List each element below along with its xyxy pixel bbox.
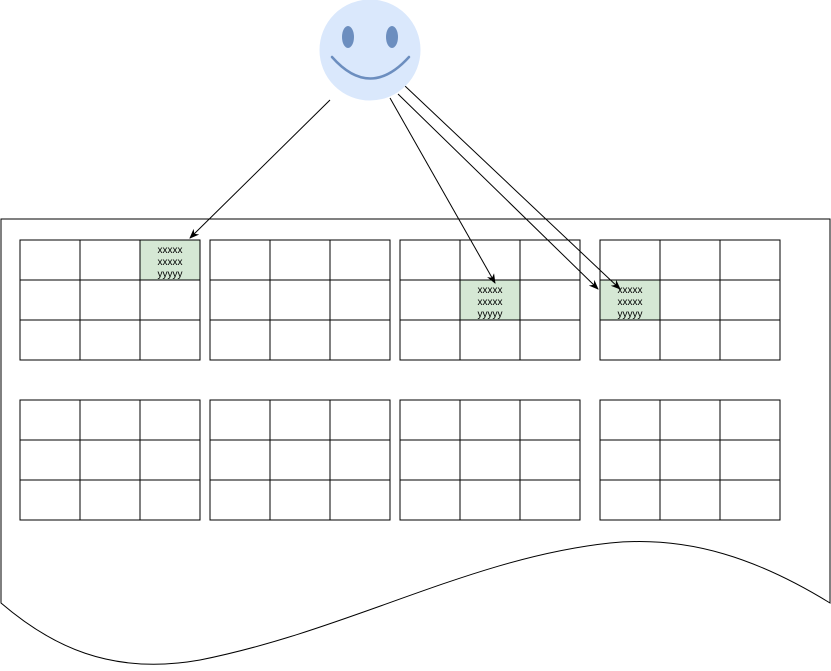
cell-text-line: xxxxx — [478, 297, 503, 308]
table-cell — [329, 479, 391, 521]
table-cell — [519, 399, 581, 441]
arrow-connector — [404, 85, 621, 290]
table-cell — [599, 399, 661, 441]
table-cell — [659, 279, 721, 321]
table-cell — [399, 279, 461, 321]
table-cell — [79, 319, 141, 361]
table-cell — [79, 479, 141, 521]
table-cell — [209, 399, 271, 441]
arrow-connector — [189, 99, 331, 239]
table-cell — [209, 319, 271, 361]
table-cell — [19, 479, 81, 521]
table-cell — [719, 239, 781, 281]
table-cell — [269, 279, 331, 321]
table-cell — [599, 479, 661, 521]
table-cell — [269, 319, 331, 361]
cell-text-line: yyyyy — [478, 309, 503, 320]
table-cell — [719, 439, 781, 481]
table-cell — [79, 239, 141, 281]
arrow-connector — [397, 93, 599, 290]
cell-text-line: xxxxx — [158, 245, 183, 256]
table-cell — [269, 399, 331, 441]
cell-text-line: xxxxx — [478, 285, 503, 296]
table-cell — [79, 279, 141, 321]
table-cell — [269, 439, 331, 481]
table-cell — [599, 319, 661, 361]
table-cell — [719, 279, 781, 321]
cell-text-line: xxxxx — [618, 285, 643, 296]
table-block — [399, 399, 581, 521]
table-cell — [459, 479, 521, 521]
table-cell — [399, 239, 461, 281]
cell-text-line: xxxxx — [158, 257, 183, 268]
table-cell — [79, 399, 141, 441]
table-block — [209, 239, 391, 361]
table-cell — [719, 399, 781, 441]
highlighted-cell — [139, 239, 201, 281]
table-cell — [519, 279, 581, 321]
table-cell — [329, 279, 391, 321]
table-cell — [719, 479, 781, 521]
table-cell — [399, 399, 461, 441]
table-cell — [719, 319, 781, 361]
table-cell — [459, 319, 521, 361]
table-cell — [79, 439, 141, 481]
table-block — [19, 399, 201, 521]
table-cell — [139, 439, 201, 481]
table-cell — [329, 239, 391, 281]
table-cell — [329, 319, 391, 361]
table-cell — [209, 479, 271, 521]
smile-mouth — [330, 55, 411, 80]
table-cell — [399, 439, 461, 481]
table-cell — [329, 439, 391, 481]
table-block — [209, 399, 391, 521]
table-cell — [659, 319, 721, 361]
table-cell — [269, 239, 331, 281]
table-cell — [139, 399, 201, 441]
table-cell — [19, 439, 81, 481]
table-cell — [269, 479, 331, 521]
table-cell — [139, 319, 201, 361]
table-cell — [519, 479, 581, 521]
smiley-face-icon — [319, 0, 421, 101]
table-cell — [459, 399, 521, 441]
table-grid: xxxxxxxxxxyyyyyxxxxxxxxxxyyyyyxxxxxxxxxx… — [19, 239, 781, 521]
cell-text-line: yyyyy — [158, 269, 183, 280]
table-cell — [139, 279, 201, 321]
cell-text-line: xxxxx — [618, 297, 643, 308]
table-cell — [599, 439, 661, 481]
table-cell — [659, 479, 721, 521]
table-cell — [659, 239, 721, 281]
table-cell — [209, 439, 271, 481]
table-cell — [399, 319, 461, 361]
table-cell — [459, 439, 521, 481]
table-cell — [659, 439, 721, 481]
arrows — [189, 85, 621, 290]
table-cell — [519, 319, 581, 361]
table-cell — [19, 279, 81, 321]
table-cell — [519, 439, 581, 481]
table-cell — [399, 479, 461, 521]
table-cell — [139, 479, 201, 521]
table-cell — [209, 239, 271, 281]
table-cell — [209, 279, 271, 321]
table-block — [599, 399, 781, 521]
arrow-connector — [389, 97, 496, 284]
face-circle — [319, 0, 421, 101]
table-cell — [329, 399, 391, 441]
table-cell — [19, 399, 81, 441]
right-eye — [386, 26, 398, 48]
table-cell — [19, 319, 81, 361]
table-cell — [599, 239, 661, 281]
cell-text-line: yyyyy — [618, 309, 643, 320]
table-cell — [659, 399, 721, 441]
table-cell — [19, 239, 81, 281]
table-cell — [519, 239, 581, 281]
left-eye — [342, 26, 354, 48]
